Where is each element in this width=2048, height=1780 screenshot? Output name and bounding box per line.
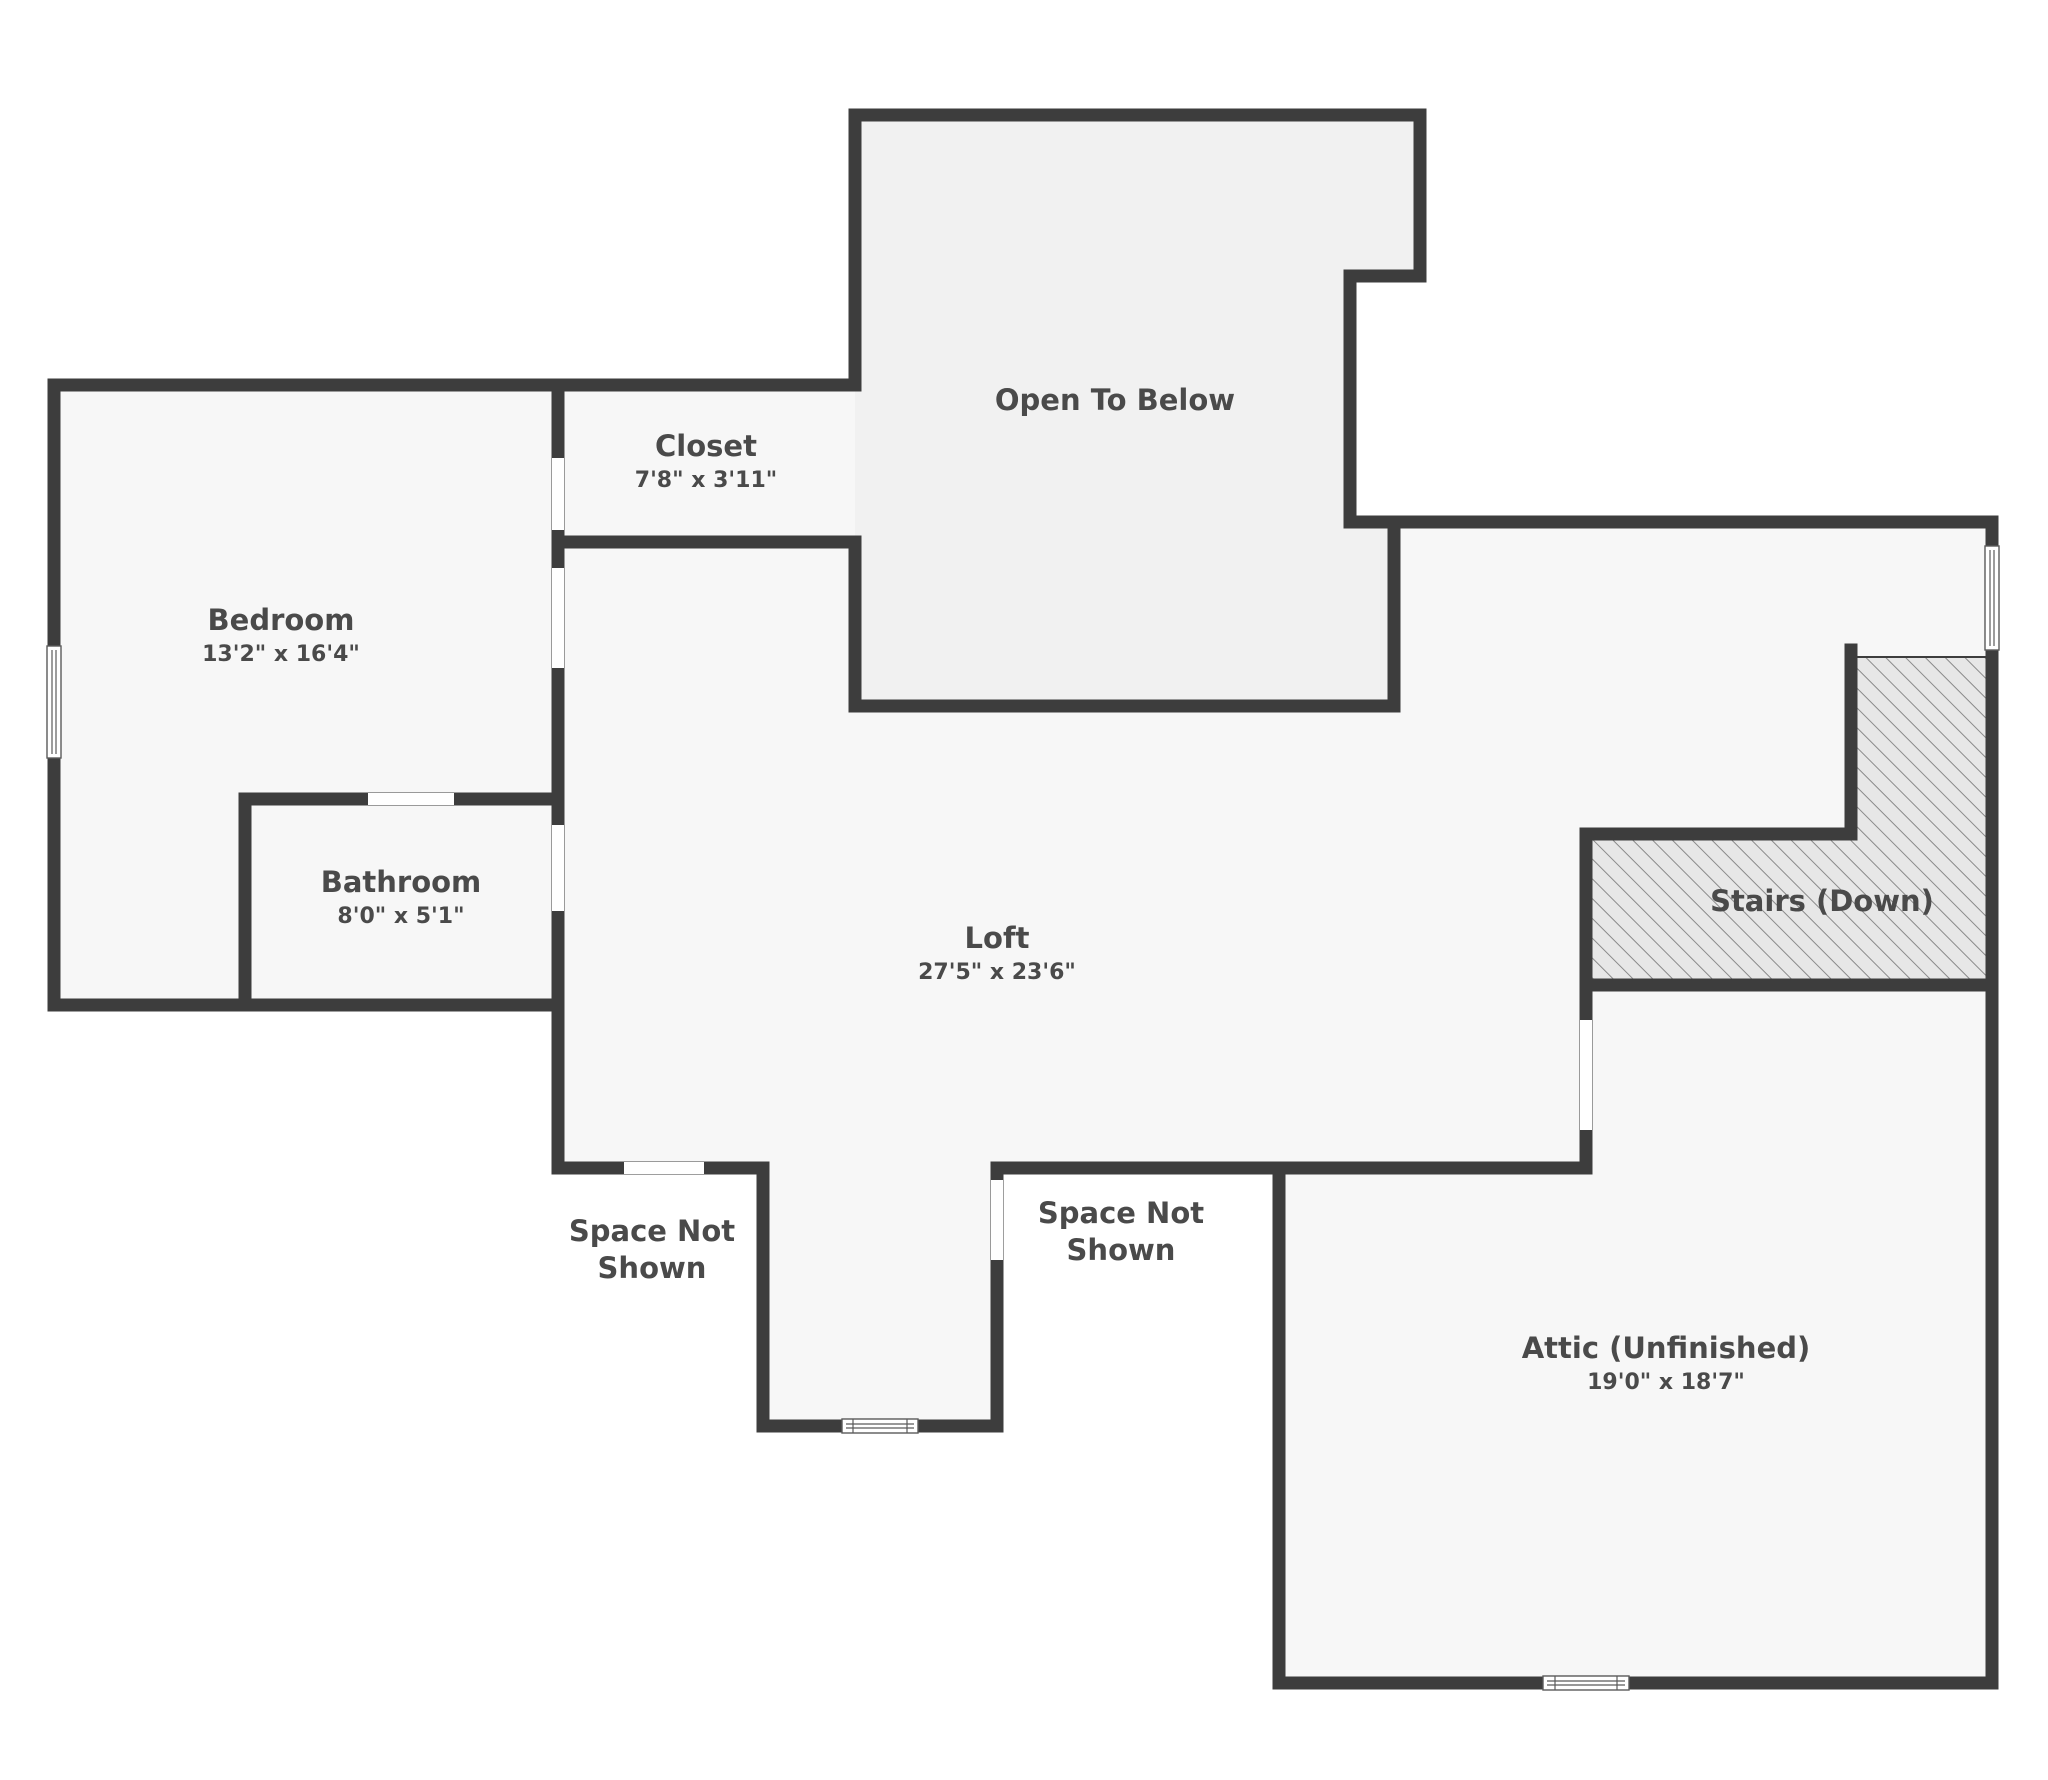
open-to-below-inner-wall [848, 515, 1401, 713]
loft-south-window [841, 1418, 919, 1434]
space-not-shown-left-line1: Space Not [569, 1214, 735, 1248]
bathroom-door [552, 825, 564, 911]
room-labels: Open To Below Closet 7'8" x 3'11" Bedroo… [202, 383, 1934, 1395]
north-wall-east [1343, 515, 1999, 1690]
attic-dims: 19'0" x 18'7" [1587, 1370, 1745, 1395]
closet-door [552, 458, 564, 530]
attic-south-window [1542, 1675, 1630, 1691]
space-not-shown-left-line2: Shown [598, 1251, 707, 1285]
open-to-below-floor [855, 115, 1420, 706]
bathroom-dims: 8'0" x 5'1" [337, 904, 464, 929]
bath-bedroom-door [368, 793, 454, 805]
closet-floor [558, 385, 855, 542]
attic-door [1580, 1020, 1592, 1130]
stairs-wall [1579, 643, 1858, 1175]
closet-dims: 7'8" x 3'11" [635, 468, 777, 493]
space-not-shown-right-line1: Space Not [1038, 1196, 1204, 1230]
closet-label: Closet [655, 429, 757, 463]
north-wall-west [47, 378, 862, 1012]
east-window [1984, 545, 2000, 651]
walls [47, 108, 1999, 1690]
loft-left-door [624, 1162, 704, 1174]
bathroom-floor [245, 799, 558, 1005]
loft-label: Loft [965, 921, 1030, 955]
bedroom-label: Bedroom [208, 603, 355, 637]
bedroom-floor [54, 385, 558, 1005]
bedroom-dims: 13'2" x 16'4" [202, 642, 360, 667]
stairs-label: Stairs (Down) [1710, 884, 1934, 918]
bedroom-door [552, 568, 564, 668]
open-to-below-wall [848, 108, 1427, 529]
loft-right-door [991, 1180, 1003, 1260]
stairs-area [1586, 657, 1992, 985]
attic-floor [1279, 985, 1992, 1683]
room-fills [54, 115, 1993, 1683]
bedroom-window [46, 645, 62, 759]
windows [46, 545, 2000, 1691]
loft-dims: 27'5" x 23'6" [918, 960, 1076, 985]
open-to-below-label: Open To Below [995, 383, 1235, 417]
loft-floor [558, 522, 1992, 1426]
attic-label: Attic (Unfinished) [1522, 1331, 1811, 1365]
space-not-shown-right-line2: Shown [1067, 1233, 1176, 1267]
bathroom-label: Bathroom [321, 865, 482, 899]
door-openings [368, 458, 1592, 1260]
attic-wall [1272, 1161, 1999, 1690]
